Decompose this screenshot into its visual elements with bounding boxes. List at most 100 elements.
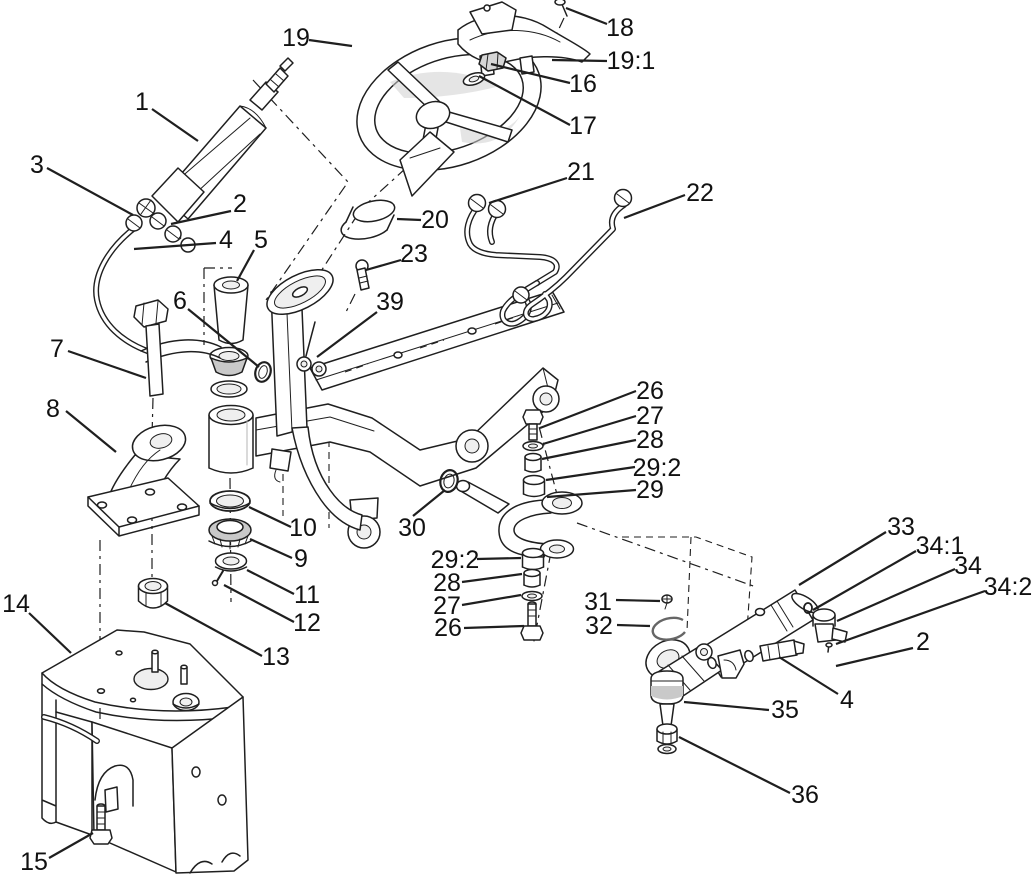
callout-leader-14 (28, 612, 72, 654)
callout-label-29:2: 29:2 (633, 454, 682, 482)
steering-tower-cylinder (208, 404, 254, 474)
callout-label-2: 2 (916, 628, 930, 656)
callout-label-29:2: 29:2 (431, 546, 480, 574)
cylinder-fittings (707, 639, 805, 679)
long-bolt (133, 299, 169, 397)
callout-label-21: 21 (567, 158, 595, 186)
callout-label-34: 34 (954, 552, 982, 580)
callout-label-27: 27 (433, 592, 461, 620)
callout-leader-39 (316, 311, 378, 358)
callout-leader-3 (46, 167, 134, 216)
upper-fastener-stack (522, 409, 546, 498)
callout-leader-10 (248, 506, 292, 528)
callout-leader-15 (48, 832, 94, 859)
callout-leader-29 (546, 488, 637, 499)
callout-label-33: 33 (887, 513, 915, 541)
callout-label-6: 6 (173, 287, 187, 315)
callout-label-7: 7 (50, 335, 64, 363)
callout-leader-17 (478, 75, 571, 126)
callout-leader-35 (683, 700, 770, 712)
frame-clip (269, 448, 292, 483)
column-spacer (340, 199, 396, 240)
callout-leader-36 (678, 736, 791, 794)
pivot-casting (455, 479, 583, 559)
callout-label-13: 13 (262, 643, 290, 671)
callout-label-29: 29 (636, 476, 664, 504)
cover-pin (554, 0, 568, 17)
callout-leader-16 (490, 62, 571, 85)
grease-fitting (211, 570, 224, 587)
callout-label-11: 11 (294, 581, 320, 609)
callout-label-19: 19 (282, 24, 310, 52)
callout-label-39: 39 (376, 288, 404, 316)
o-ring-30 (439, 469, 459, 493)
steering-valve (136, 57, 294, 253)
lower-fastener-stack (520, 547, 545, 641)
callout-leader-28 (461, 572, 523, 584)
callout-leader-28 (541, 438, 637, 461)
callout-leader-19:1 (551, 58, 608, 63)
axle-arch (291, 426, 363, 531)
callout-leader-20 (396, 217, 422, 222)
callout-leader-13 (164, 602, 263, 657)
callout-label-26: 26 (636, 377, 664, 405)
callout-leader-32 (616, 623, 651, 628)
pedestal-bracket (41, 629, 249, 874)
callout-leader-12 (223, 584, 295, 623)
callout-label-15: 15 (20, 848, 48, 876)
callout-leader-18 (565, 6, 608, 26)
callout-label-18: 18 (606, 14, 634, 42)
elbow-fitting-34 (812, 608, 848, 653)
seal-ring (214, 552, 248, 572)
bleed-screw (825, 642, 833, 648)
callout-label-20: 20 (421, 206, 449, 234)
callout-leader-26 (463, 624, 525, 630)
bearing-cone (208, 518, 252, 550)
callout-leader-22 (623, 193, 686, 220)
callout-label-14: 14 (2, 590, 30, 618)
frame-mount-tab (532, 385, 560, 413)
callout-label-4: 4 (840, 686, 854, 714)
hub-cover (457, 1, 591, 77)
callout-label-9: 9 (294, 545, 308, 573)
callout-leader-33 (798, 531, 887, 586)
callout-leader-8 (65, 410, 117, 453)
callout-leader-21 (488, 176, 568, 205)
callout-leader-2 (835, 646, 914, 668)
callout-leader-4 (778, 656, 839, 695)
callout-label-17: 17 (569, 112, 597, 140)
castle-nut (656, 723, 678, 755)
large-nut (137, 577, 169, 609)
snap-ring (651, 616, 686, 641)
callout-label-28: 28 (636, 426, 664, 454)
callout-leader-9 (249, 537, 293, 560)
callout-leader-7 (67, 349, 147, 380)
hydraulic-tube-22 (522, 188, 633, 323)
callout-label-28: 28 (433, 569, 461, 597)
callout-leader-29:2 (545, 465, 636, 482)
callout-label-22: 22 (686, 179, 714, 207)
callout-label-31: 31 (584, 588, 612, 616)
bearing-cup (209, 490, 251, 512)
callout-label-4: 4 (219, 226, 233, 254)
callout-label-2: 2 (233, 190, 247, 218)
retaining-screw (661, 594, 673, 610)
callout-leader-19 (308, 38, 353, 48)
column-tube (213, 276, 249, 345)
axle-frame (140, 268, 565, 549)
callout-label-26: 26 (434, 614, 462, 642)
callout-leader-5 (236, 249, 255, 282)
o-ring-34-1 (803, 602, 813, 614)
callout-leader-27 (542, 414, 637, 446)
upper-bearing-cup (209, 346, 249, 398)
callout-label-19:1: 19:1 (607, 47, 656, 75)
callout-label-16: 16 (569, 70, 597, 98)
callout-label-10: 10 (289, 514, 317, 542)
support-bracket (87, 424, 200, 537)
callout-label-34:1: 34:1 (916, 532, 965, 560)
o-ring-small (254, 361, 272, 383)
callout-leader-27 (461, 593, 522, 607)
callout-label-12: 12 (293, 609, 321, 637)
